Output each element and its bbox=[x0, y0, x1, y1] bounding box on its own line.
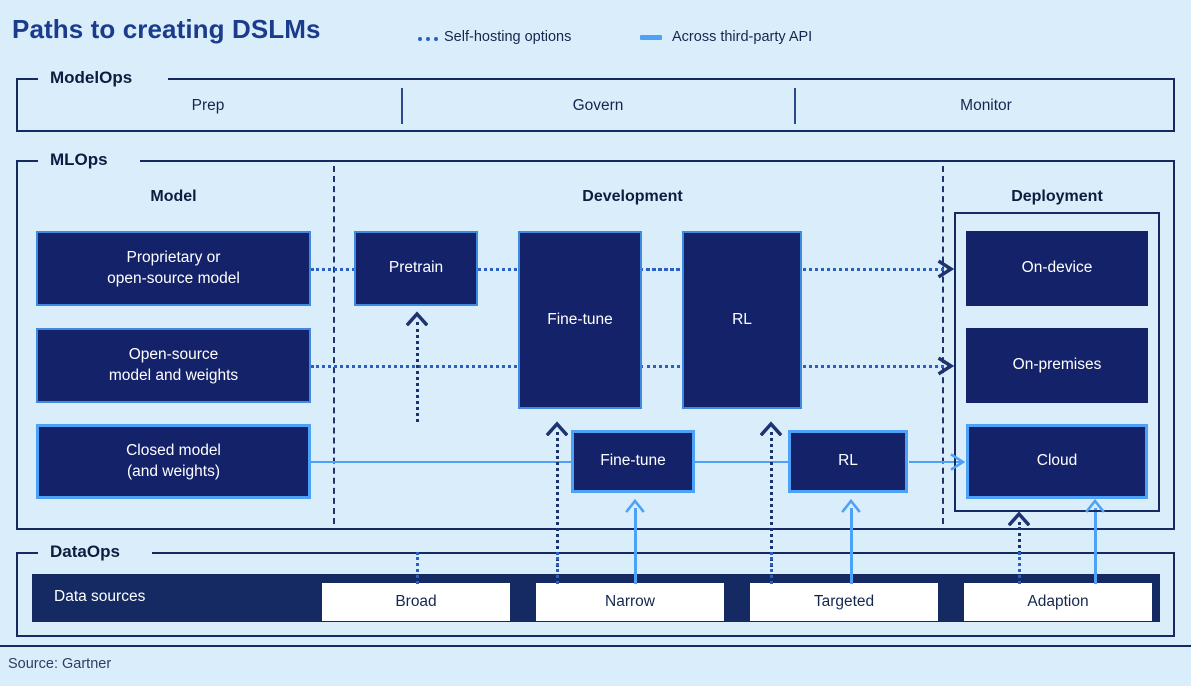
connector-up-to-finetune-lower bbox=[556, 432, 559, 567]
arrowhead-up-rl-lower bbox=[760, 421, 782, 436]
connector-broad-to-pretrain-tail bbox=[416, 552, 419, 584]
modelops-divider-1 bbox=[401, 88, 403, 124]
mlops-column-divider-1 bbox=[333, 166, 335, 524]
connector-narrow-to-finetune bbox=[634, 508, 637, 578]
connector-targeted-tail bbox=[770, 552, 773, 584]
connector-adaption-to-cloud bbox=[1094, 508, 1097, 578]
connector-narrow-solid-tail bbox=[634, 552, 637, 584]
mlops-frame-top-right bbox=[140, 160, 1175, 162]
modelops-frame-top-right bbox=[168, 78, 1175, 80]
box-on-device[interactable]: On-device bbox=[966, 231, 1148, 306]
connector-targeted-solid-tail bbox=[850, 552, 853, 584]
box-fine-tune-upper[interactable]: Fine-tune bbox=[518, 231, 642, 409]
box-cloud[interactable]: Cloud bbox=[966, 424, 1148, 499]
box-open-source-model-and-weights[interactable]: Open-source model and weights bbox=[36, 328, 311, 403]
column-heading-deployment: Deployment bbox=[1011, 188, 1103, 205]
box-line-1: Proprietary or bbox=[126, 248, 221, 266]
connector-up-to-deployment-dotted bbox=[1018, 522, 1021, 578]
footer-rule bbox=[0, 645, 1191, 647]
arrowhead-right-cloud bbox=[950, 453, 966, 471]
connector-closed-to-finetune bbox=[311, 461, 573, 463]
box-line-1: Open-source bbox=[128, 345, 219, 363]
column-heading-model: Model bbox=[150, 188, 197, 205]
arrowhead-up-pretrain bbox=[406, 311, 428, 326]
connector-finetune-to-rl bbox=[695, 461, 788, 463]
connector-adaption-tail bbox=[1018, 552, 1021, 584]
box-rl-upper[interactable]: RL bbox=[682, 231, 802, 409]
arrowhead-up-finetune-lower bbox=[546, 421, 568, 436]
box-on-premises[interactable]: On-premises bbox=[966, 328, 1148, 403]
dataops-frame-top-right bbox=[152, 552, 1175, 554]
box-pretrain[interactable]: Pretrain bbox=[354, 231, 478, 306]
box-line-2: model and weights bbox=[108, 366, 239, 384]
data-item-adaption[interactable]: Adaption bbox=[964, 583, 1152, 621]
arrowhead-up-deployment bbox=[1008, 511, 1030, 526]
dataops-frame-top-left bbox=[16, 552, 38, 554]
page-title: Paths to creating DSLMs bbox=[12, 14, 321, 44]
mlops-group bbox=[16, 160, 1175, 530]
legend-item-self-hosting: Self-hosting options bbox=[444, 29, 572, 45]
solid-line-icon bbox=[640, 35, 662, 40]
mlops-column-divider-2 bbox=[942, 166, 944, 524]
box-line-2: open-source model bbox=[107, 269, 240, 287]
connector-up-to-rl-lower bbox=[770, 432, 773, 567]
arrowhead-up-targeted bbox=[841, 498, 861, 513]
connector-adaption-solid-tail bbox=[1094, 552, 1097, 584]
dotted-line-icon bbox=[418, 37, 438, 41]
box-fine-tune-lower[interactable]: Fine-tune bbox=[571, 430, 695, 493]
modelops-frame-top-left bbox=[16, 78, 38, 80]
data-item-targeted[interactable]: Targeted bbox=[750, 583, 938, 621]
mlops-frame-top-left bbox=[16, 160, 38, 162]
arrowhead-right-on-device bbox=[937, 259, 955, 279]
connector-rl-to-cloud bbox=[909, 461, 963, 463]
modelops-label: ModelOps bbox=[42, 68, 141, 88]
modelops-cell-monitor: Monitor bbox=[960, 97, 1012, 114]
source-note: Source: Gartner bbox=[8, 656, 112, 672]
box-line-2: (and weights) bbox=[126, 462, 221, 480]
modelops-cell-prep: Prep bbox=[191, 97, 225, 114]
connector-targeted-to-rl bbox=[850, 508, 853, 578]
mlops-label: MLOps bbox=[42, 150, 116, 170]
legend-item-third-party-api: Across third-party API bbox=[672, 29, 813, 45]
arrowhead-right-on-premises bbox=[937, 356, 955, 376]
data-item-broad[interactable]: Broad bbox=[322, 583, 510, 621]
dataops-group bbox=[16, 552, 1175, 637]
modelops-divider-2 bbox=[794, 88, 796, 124]
box-line-1: Closed model bbox=[126, 441, 221, 459]
box-rl-lower[interactable]: RL bbox=[788, 430, 908, 493]
modelops-group bbox=[16, 78, 1175, 132]
box-proprietary-or-open-source-model[interactable]: Proprietary or open-source model bbox=[36, 231, 311, 306]
column-heading-development: Development bbox=[582, 188, 683, 205]
connector-up-to-pretrain bbox=[416, 322, 419, 422]
dataops-label: DataOps bbox=[42, 542, 128, 562]
arrowhead-up-narrow bbox=[625, 498, 645, 513]
data-item-narrow[interactable]: Narrow bbox=[536, 583, 724, 621]
arrowhead-up-adaption bbox=[1085, 498, 1105, 513]
box-closed-model-and-weights[interactable]: Closed model (and weights) bbox=[36, 424, 311, 499]
deployment-frame bbox=[954, 212, 1160, 512]
data-sources-label: Data sources bbox=[54, 588, 146, 605]
connector-narrow-tail bbox=[556, 552, 559, 584]
modelops-cell-govern: Govern bbox=[572, 97, 624, 114]
